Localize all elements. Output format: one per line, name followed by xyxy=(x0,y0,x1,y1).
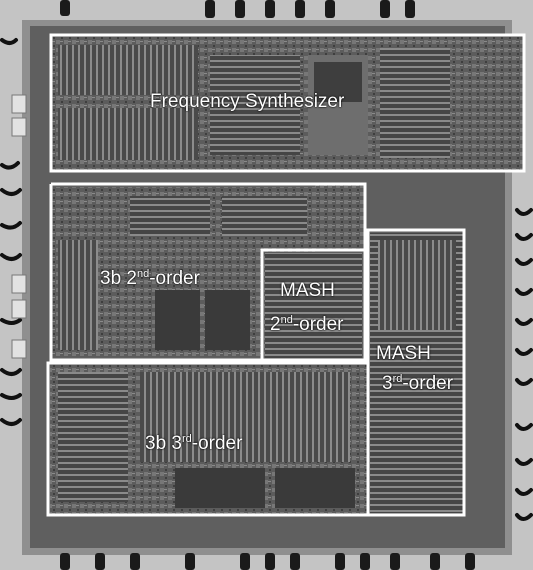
frequency-synthesizer-label: Frequency Synthesizer xyxy=(150,91,345,112)
bond-pads-bottom xyxy=(60,553,475,570)
mash-3rd-order-line2-main: 3 xyxy=(382,373,393,394)
mash-3rd-order-line2-tail: -order xyxy=(402,373,454,394)
mash-2nd-order-line2-tail: -order xyxy=(292,314,344,335)
left-pads xyxy=(11,94,27,359)
3b-2nd-order-label: 3b 2nd-order xyxy=(100,268,200,290)
mash-2nd-order-line2-main: 2 xyxy=(270,314,281,335)
3b-3rd-order-label-tail: -order xyxy=(191,433,243,454)
3b-3rd-order-label-main: 3b 3 xyxy=(145,433,182,454)
3b-3rd-order-label-sup: rd xyxy=(181,433,192,445)
bond-wires-right xyxy=(515,208,533,521)
bond-pads-top xyxy=(60,0,415,18)
mash-3rd-order-circuitry xyxy=(370,233,463,513)
mash-2nd-order-circuitry xyxy=(265,253,362,358)
3b-3rd-order-circuitry xyxy=(50,365,368,515)
mash-2nd-order-outline xyxy=(260,248,367,362)
mash-3rd-order-label-line1: MASH xyxy=(376,343,431,364)
mash-3rd-order-label-line2: 3rd-order xyxy=(382,373,453,395)
3b-2nd-order-label-tail: -order xyxy=(149,268,200,289)
mash-2nd-order-line2-sup: nd xyxy=(280,314,293,326)
3b-3rd-order-outline xyxy=(46,361,370,517)
mash-3rd-order-line2-sup: rd xyxy=(392,373,403,385)
mash-2nd-order-label-line1: MASH xyxy=(280,280,335,301)
3b-2nd-order-label-main: 3b 2 xyxy=(100,268,137,289)
frequency-synthesizer-outline xyxy=(49,33,526,173)
3b-3rd-order-label: 3b 3rd-order xyxy=(145,433,242,455)
mash-2nd-order-label-line2: 2nd-order xyxy=(270,314,344,336)
3b-2nd-order-label-sup: nd xyxy=(136,268,150,280)
bond-wires-left xyxy=(0,38,22,426)
frequency-synthesizer-circuitry xyxy=(52,36,523,170)
upper-column-circuitry xyxy=(315,185,365,250)
